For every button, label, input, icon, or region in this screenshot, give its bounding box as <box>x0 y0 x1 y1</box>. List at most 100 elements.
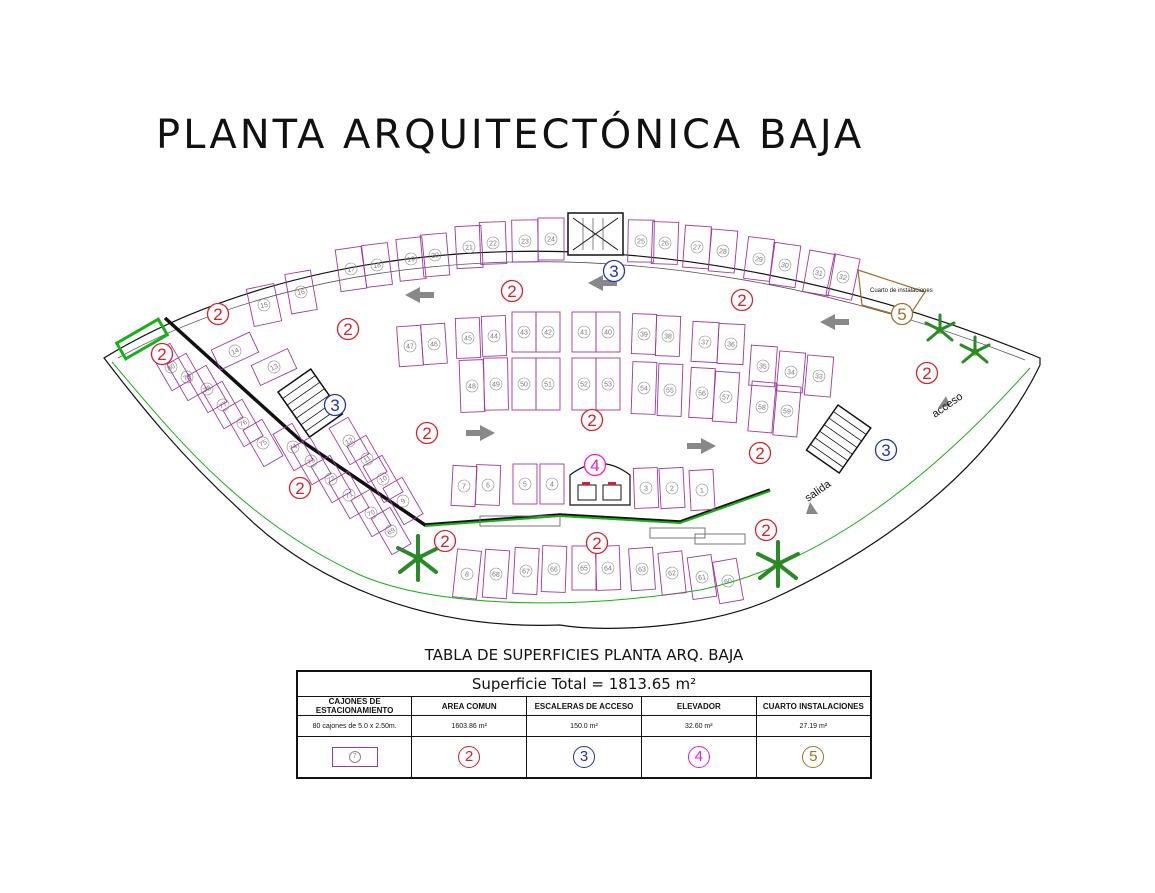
space-number: 72 <box>326 475 336 485</box>
space-number: 51 <box>544 382 552 389</box>
space-number-circle <box>487 329 501 343</box>
parking-space-outline <box>395 236 427 282</box>
parking-space-outline <box>688 468 716 512</box>
parking-space: 76 <box>222 398 264 448</box>
space-number: 62 <box>668 570 677 578</box>
space-number-circle <box>427 337 441 351</box>
space-number-circle <box>577 377 591 391</box>
parking-space-outline <box>747 380 777 434</box>
space-number: 80 <box>166 363 176 373</box>
parking-space: 13 <box>250 347 298 387</box>
zone-marker-number: 2 <box>587 411 596 430</box>
zone-marker-area-comun: 2 <box>500 279 524 303</box>
parking-space: 35 <box>748 344 778 388</box>
space-number: 33 <box>815 373 823 381</box>
zone-marker-area-comun: 2 <box>433 529 457 553</box>
space-number-circle <box>547 562 561 576</box>
space-number-circle <box>755 400 769 414</box>
area-area-comun: 1603.86 m² <box>411 715 528 737</box>
parking-space: 37 <box>690 320 720 364</box>
space-number-circle <box>695 483 709 497</box>
space-number-circle <box>812 266 826 280</box>
space-number: 8 <box>465 571 470 578</box>
cuarto-label: Cuarto de instalaciones <box>870 288 933 294</box>
parking-space: 22 <box>478 221 508 265</box>
space-number: 61 <box>698 574 707 582</box>
parking-space-outline <box>630 361 658 415</box>
parking-space-outline <box>712 557 744 605</box>
zone-marker-area-comun: 2 <box>415 421 439 445</box>
space-number-circle <box>428 248 442 262</box>
parking-space: 23 <box>511 219 539 263</box>
space-number-circle <box>637 327 651 341</box>
surface-table: Superficie Total = 1813.65 m² CAJONES DE… <box>296 670 872 779</box>
space-number: 16 <box>297 289 306 297</box>
space-number: 32 <box>838 274 847 282</box>
space-number: 74 <box>288 443 298 453</box>
site-green-edge <box>111 361 1031 604</box>
space-number-circle <box>518 477 532 491</box>
zone-marker-elevador: 4 <box>583 453 607 477</box>
space-number: 75 <box>258 439 268 449</box>
space-number: 10 <box>378 475 388 485</box>
parking-space-outline <box>772 384 802 438</box>
space-number-circle <box>665 566 679 580</box>
space-number: 2 <box>670 485 674 492</box>
parking-space: 75 <box>242 418 284 468</box>
space-number: 24 <box>547 237 555 244</box>
space-number-circle <box>601 325 615 339</box>
arrow-icon <box>938 396 950 408</box>
zone-marker-escaleras: 3 <box>323 393 347 417</box>
space-number-circle <box>601 377 615 391</box>
space-number-circle <box>812 369 826 383</box>
space-number-circle <box>544 232 558 246</box>
parking-space: 68 <box>481 548 511 600</box>
parking-space-outline <box>628 546 656 592</box>
parking-space: 72 <box>310 454 352 504</box>
zone-marker-area-comun: 2 <box>580 408 604 432</box>
space-number-circle <box>601 561 615 575</box>
space-number: 52 <box>580 382 588 389</box>
space-number-circle <box>403 339 417 353</box>
area-elevador: 32.60 m² <box>640 715 757 737</box>
parking-space-outline <box>350 488 392 538</box>
parking-space-outline <box>346 434 388 484</box>
parking-space: 39 <box>630 313 658 355</box>
parking-space: 36 <box>716 322 746 366</box>
parking-space: 20 <box>419 232 451 278</box>
zone-marker-circle <box>583 453 607 477</box>
zone-marker-number: 2 <box>343 320 352 339</box>
parking-space: 24 <box>537 217 565 261</box>
parking-space: 31 <box>802 249 836 297</box>
space-number-circle <box>396 494 410 508</box>
parking-space: 15 <box>245 282 283 328</box>
space-number-circle <box>489 377 503 391</box>
parking-space: 79 <box>166 352 208 402</box>
parking-space-outline <box>396 324 424 368</box>
parking-space: 29 <box>743 236 775 282</box>
space-number-circle <box>577 325 591 339</box>
parking-space-outline <box>272 422 314 472</box>
parking-space-outline <box>825 253 861 301</box>
space-number: 45 <box>464 335 472 342</box>
space-number-circle <box>719 390 733 404</box>
space-number: 37 <box>701 339 709 346</box>
space-number-circle <box>465 379 479 393</box>
zone-marker-number: 2 <box>422 424 431 443</box>
zone-marker-circle <box>206 302 230 326</box>
parking-space-outline <box>537 217 565 261</box>
parking-space: 1 <box>688 468 716 512</box>
parking-space-outline <box>656 363 684 417</box>
space-number-circle <box>780 404 794 418</box>
header-area-comun: AREA COMUN <box>411 696 528 716</box>
space-number-circle <box>342 434 356 448</box>
zone-marker-number: 2 <box>922 364 931 383</box>
palm-tree-icon <box>396 313 991 588</box>
parking-space-outline <box>539 463 565 505</box>
space-number: 17 <box>347 266 356 274</box>
area-escaleras: 150.0 m² <box>526 715 642 737</box>
parking-space: 52 <box>571 357 597 411</box>
space-number: 25 <box>637 238 645 245</box>
space-number-circle <box>404 252 418 266</box>
space-number-circle <box>724 337 738 351</box>
